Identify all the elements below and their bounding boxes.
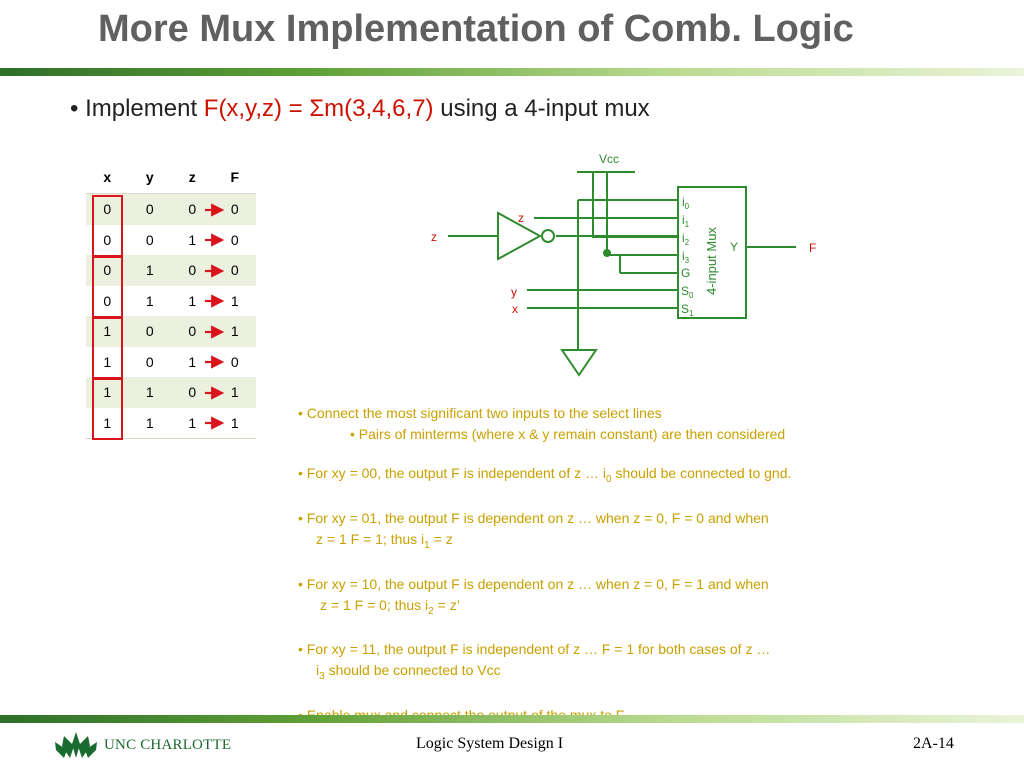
pin-i3-label: i3 bbox=[682, 249, 690, 265]
cell-y: 0 bbox=[128, 193, 171, 225]
university-logo: UNC CHARLOTTE bbox=[54, 730, 231, 760]
cell-y: 0 bbox=[145, 231, 154, 248]
crown-logo-icon bbox=[55, 732, 97, 758]
pin-s1-label: S1 bbox=[681, 302, 694, 318]
cell-f: 1 bbox=[213, 377, 256, 408]
cell-y: 1 bbox=[128, 377, 171, 408]
y-input-label: y bbox=[511, 285, 517, 299]
truth-table-arrows bbox=[205, 203, 225, 430]
note-select-lines: • Connect the most significant two input… bbox=[298, 405, 662, 421]
main-bullet: • Implement F(x,y,z) = Σm(3,4,6,7) using… bbox=[70, 95, 650, 123]
cell-x: 0 bbox=[103, 231, 112, 248]
footer-page-number: 2A-14 bbox=[913, 735, 954, 752]
bullet-function: F(x,y,z) = Σm(3,4,6,7) bbox=[203, 95, 434, 122]
table-row: 0 1 1 1 bbox=[86, 286, 256, 317]
x-input-label: x bbox=[512, 302, 518, 316]
cell-x: 0 bbox=[103, 292, 112, 309]
header-f: F bbox=[213, 161, 256, 194]
bullet-suffix: using a 4-input mux bbox=[433, 95, 650, 122]
bottom-divider-band bbox=[0, 715, 1024, 723]
f-output-label: F bbox=[809, 241, 816, 255]
cell-y: 1 bbox=[128, 255, 171, 286]
ground-icon bbox=[560, 349, 598, 377]
pin-i2-label: i2 bbox=[682, 231, 690, 247]
header-x: x bbox=[86, 161, 129, 194]
cell-z: 1 bbox=[188, 292, 197, 309]
vcc-label: Vcc bbox=[599, 152, 619, 166]
note-xy10-line1: • For xy = 10, the output F is dependent… bbox=[298, 575, 769, 592]
table-row: 1 0 1 0 bbox=[86, 347, 256, 378]
note-xy01-line2: z = 1 F = 1; thus i1 = z bbox=[316, 530, 453, 551]
vcc-junction-dot bbox=[603, 249, 611, 257]
pin-i0-label: i0 bbox=[682, 195, 690, 211]
table-row: 0 0 1 0 bbox=[86, 225, 256, 256]
i2-input-wire bbox=[592, 172, 678, 238]
header-y: y bbox=[128, 161, 171, 194]
pin-g-label: G bbox=[681, 266, 690, 280]
slide-title: More Mux Implementation of Comb. Logic bbox=[98, 8, 854, 50]
cell-f: 0 bbox=[230, 353, 239, 370]
mux-block bbox=[677, 186, 747, 319]
y-output-label: Y bbox=[730, 240, 738, 254]
bullet-prefix: • Implement bbox=[70, 95, 204, 122]
cell-f: 1 bbox=[230, 292, 239, 309]
z-input-label: z bbox=[431, 230, 437, 244]
truth-table-header-row: x y z F bbox=[86, 161, 256, 194]
cell-y: 0 bbox=[128, 316, 171, 347]
top-divider-band bbox=[0, 68, 1024, 76]
inverter-bubble-icon bbox=[541, 229, 555, 243]
cell-z: 1 bbox=[188, 353, 197, 370]
note-xy11-line1: • For xy = 11, the output F is independe… bbox=[298, 641, 771, 658]
vcc-wire bbox=[606, 172, 678, 256]
cell-z: 1 bbox=[188, 231, 197, 248]
pin-s0-label: S0 bbox=[681, 284, 694, 300]
header-z: z bbox=[171, 161, 214, 194]
mux-label: 4-input Mux bbox=[704, 227, 719, 295]
cell-y: 1 bbox=[128, 407, 171, 439]
note-minterm-pairs: • Pairs of minterms (where x & y remain … bbox=[350, 426, 786, 442]
pin-i1-label: i1 bbox=[682, 213, 690, 229]
minterm-pair-box-xy11 bbox=[92, 378, 123, 440]
note-xy10-line2: z = 1 F = 0; thus i2 = z’ bbox=[320, 596, 460, 617]
z-output-label: z bbox=[518, 211, 524, 225]
note-xy11-line2: i3 should be connected to Vcc bbox=[316, 662, 501, 683]
inverter-icon bbox=[497, 211, 543, 261]
logo-text: UNC CHARLOTTE bbox=[104, 736, 232, 753]
note-xy00: • For xy = 00, the output F is independe… bbox=[298, 465, 792, 485]
footer-course: Logic System Design I bbox=[416, 735, 564, 752]
cell-y: 1 bbox=[145, 292, 154, 309]
circuit-wires bbox=[448, 171, 796, 377]
enable-gnd-wire bbox=[619, 255, 678, 274]
note-xy01-line1: • For xy = 01, the output F is dependent… bbox=[298, 509, 769, 526]
cell-x: 1 bbox=[103, 353, 112, 370]
cell-z: 0 bbox=[171, 377, 214, 408]
explanation-notes: • Connect the most significant two input… bbox=[298, 403, 791, 726]
cell-f: 0 bbox=[230, 231, 239, 248]
i0-gnd-wire bbox=[577, 199, 678, 350]
cell-y: 0 bbox=[145, 353, 154, 370]
